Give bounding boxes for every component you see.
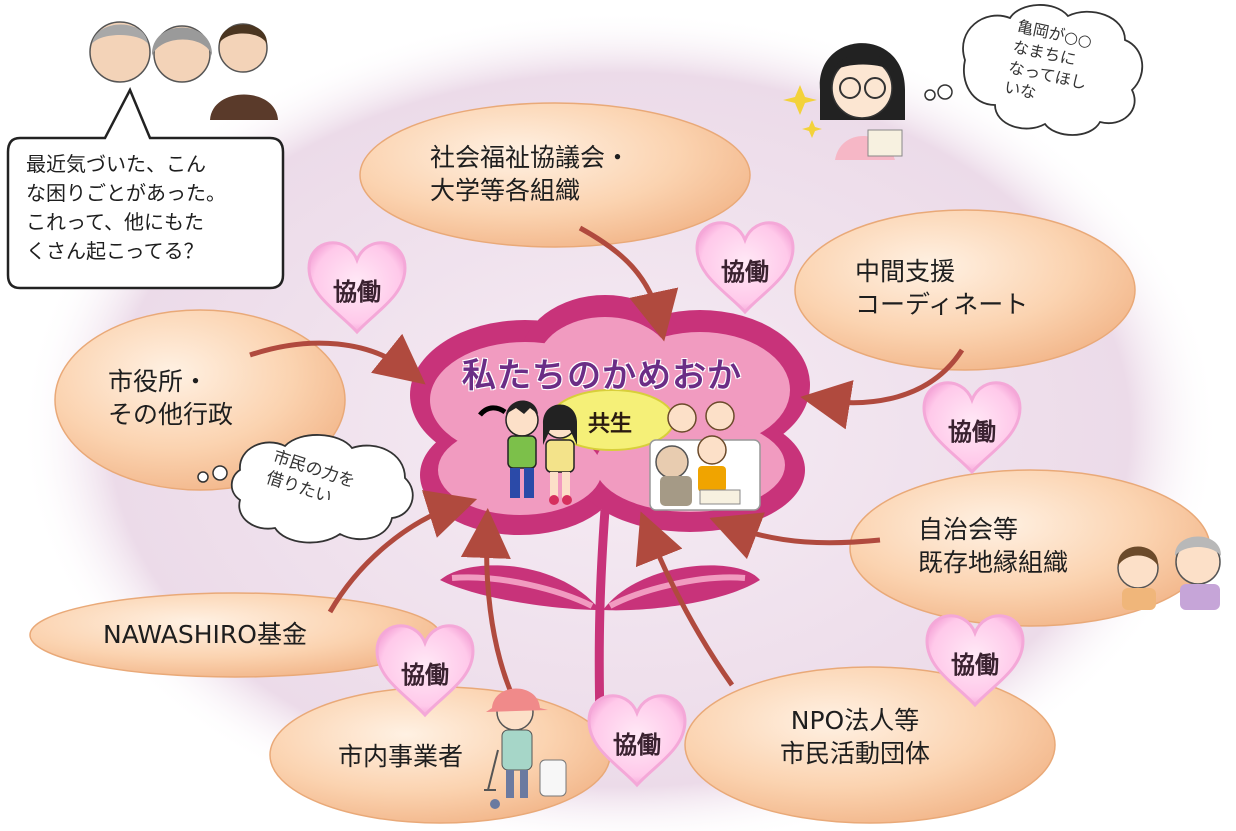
node-oval-shakai [359,102,751,248]
children-illustration [478,400,578,505]
node-label-npo: NPO法人等 市民活動団体 [780,706,931,768]
collab-label-2: 協働 [721,258,769,286]
flower-title: 私たちのかめおか [462,356,742,396]
thought-cloud-city [197,434,414,544]
collab-label-6: 協働 [613,731,661,759]
node-oval-chukan [794,209,1136,371]
collab-label-3: 協働 [948,418,996,446]
girl-illustration [783,43,905,160]
node-label-jigyosha: 市内事業者 [338,742,464,771]
collab-label-4: 協働 [951,651,999,679]
residents-illustration [89,21,278,120]
flower-stem [594,509,610,721]
node-label-shakai: 社会福祉協議会・ 大学等各組織 [430,143,631,205]
arrows [249,225,965,691]
reading-group-illustration [649,401,761,511]
flower-leaf-left-vein [451,574,594,609]
thought-cloud-girl [924,4,1144,136]
node-label-nawashiro: NAWASHIRO基金 [103,620,307,649]
speech-bubble-text: 最近気づいた、こん な困りごとがあった。 これって、他にもた くさん起こってる？ [26,152,226,263]
flower-center-label: 共生 [588,412,633,437]
node-label-shiyakusho: 市役所・ その他行政 [108,367,234,429]
node-label-chukan: 中間支援 コーディネート [855,257,1029,319]
worker-illustration [484,688,567,809]
collab-label-1: 協働 [333,278,381,306]
thought-cloud-girl-text: 亀岡が○○ なまちに なってほし いな [1002,16,1094,103]
node-oval-npo [684,666,1056,824]
collab-label-5: 協働 [401,661,449,689]
speech-bubble [6,87,285,290]
elderly-women-illustration [1117,536,1222,610]
node-label-jichikai: 自治会等 既存地縁組織 [918,515,1069,577]
